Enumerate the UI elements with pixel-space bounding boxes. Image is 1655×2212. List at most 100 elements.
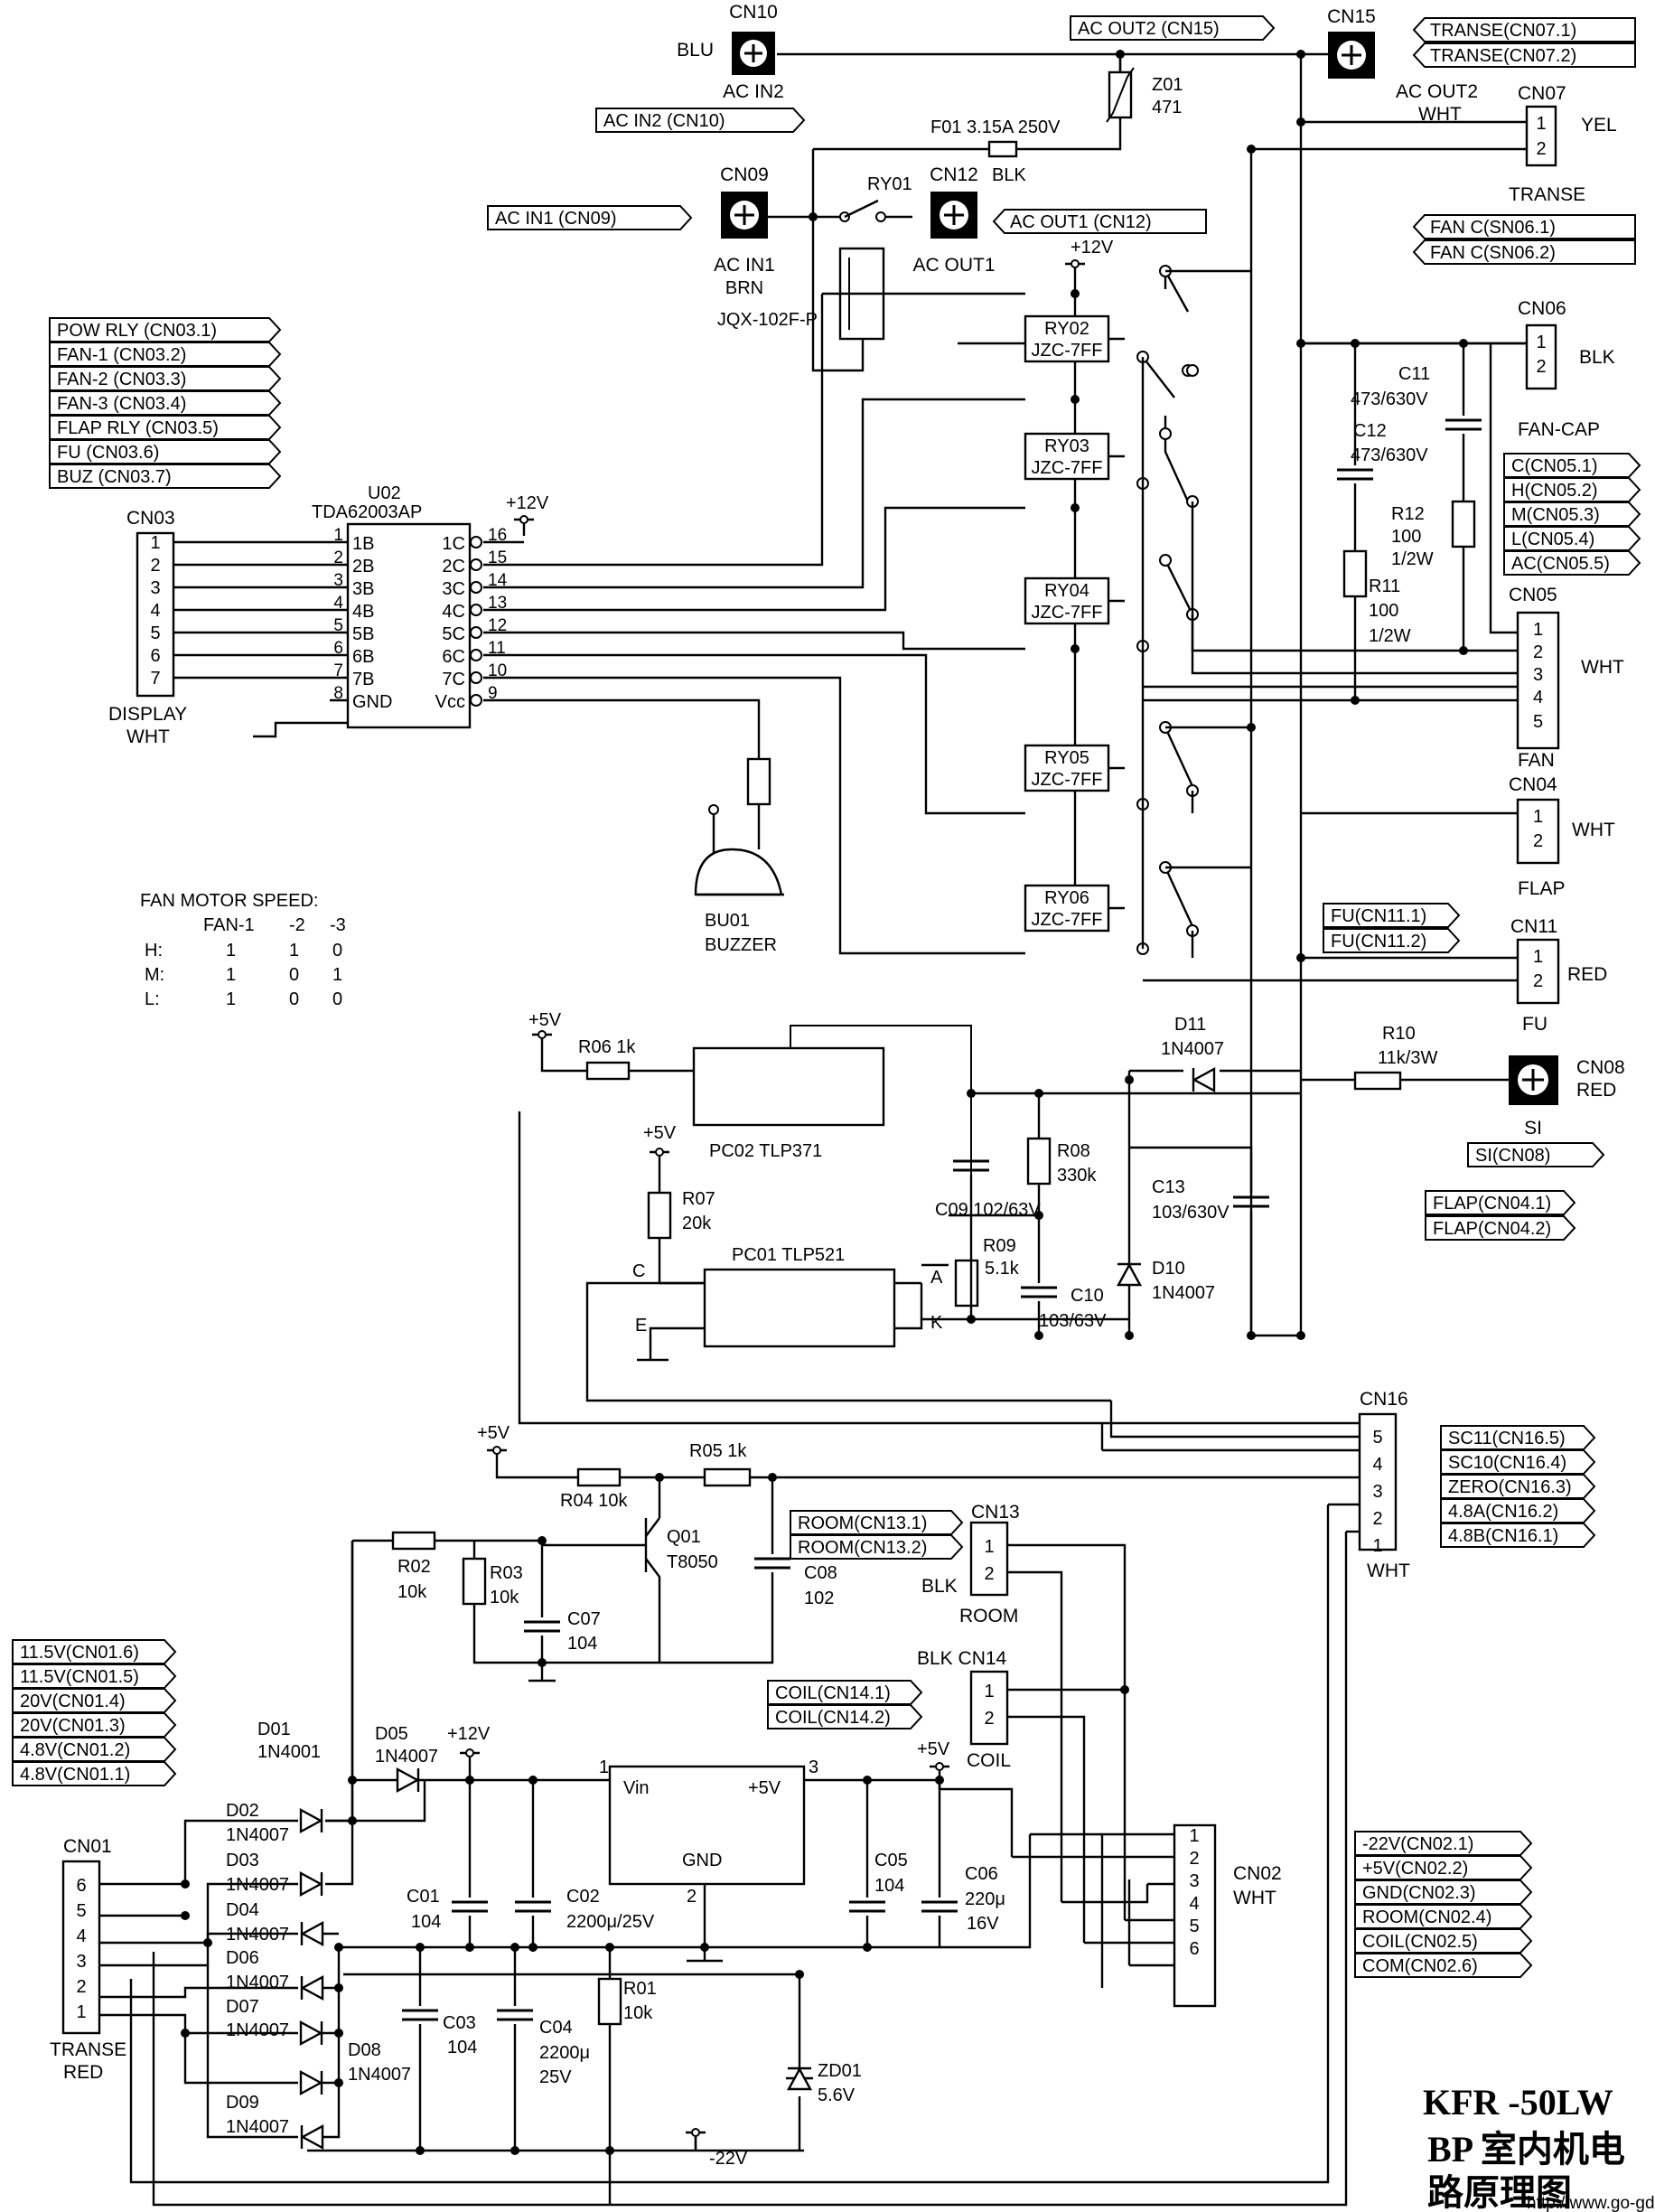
d10-val: 1N4007 <box>1152 1283 1215 1303</box>
cn03-caption2: WHT <box>126 726 170 747</box>
cn04-connector: 12 <box>1516 798 1560 865</box>
ac-in2-tag-text: AC IN2 (CN10) <box>603 111 725 131</box>
svg-text:RY03: RY03 <box>1044 436 1089 456</box>
svg-text:7B: 7B <box>352 670 374 689</box>
cn02-tag-text: ROOM(CN02.4) <box>1362 1907 1491 1927</box>
cn02-tag-text: COIL(CN02.5) <box>1362 1932 1478 1952</box>
u02-part: TDA62003AP <box>312 502 422 522</box>
fanc-tag-text: FAN C(SN06.1) <box>1430 218 1556 238</box>
rail-5v-r06: +5V <box>528 1010 562 1030</box>
svg-text:RY04: RY04 <box>1044 581 1089 601</box>
cn09-color: BRN <box>725 278 763 298</box>
r11-w: 1/2W <box>1369 626 1411 646</box>
cn03-tag-text: FLAP RLY (CN03.5) <box>57 418 219 438</box>
cn03-tag-text: FAN-1 (CN03.2) <box>57 345 186 365</box>
cn16-name: CN16 <box>1360 1389 1408 1410</box>
cn03-tag: FAN-3 (CN03.4) <box>49 390 282 416</box>
cn02-wires <box>940 1787 1174 1988</box>
svg-text:4: 4 <box>76 1926 86 1946</box>
svg-text:9: 9 <box>488 684 498 703</box>
cn01-tag: 4.8V(CN01.2) <box>12 1737 177 1762</box>
c06-val: 220μ <box>965 1889 1005 1909</box>
svg-text:16: 16 <box>488 526 507 545</box>
cn10-terminal[interactable] <box>732 32 775 75</box>
svg-text:3: 3 <box>1189 1871 1199 1891</box>
d01-val: 1N4001 <box>257 1742 321 1762</box>
cn02-color: WHT <box>1233 1888 1276 1908</box>
fan-speed-cell: 1 <box>289 941 299 961</box>
cn03-tag-text: FAN-3 (CN03.4) <box>57 394 186 414</box>
cn15-terminal[interactable] <box>1328 32 1375 79</box>
coil-tag: COIL(CN14.2) <box>767 1704 923 1729</box>
svg-text:4C: 4C <box>442 602 465 622</box>
d06-ref: D06 <box>226 1948 259 1968</box>
svg-text:15: 15 <box>488 548 507 567</box>
rail-5v-r07: +5V <box>643 1123 677 1143</box>
room-tag-text: ROOM(CN13.1) <box>798 1514 927 1533</box>
svg-text:4: 4 <box>1533 688 1543 708</box>
rail-12v-u02: +12V <box>506 493 549 513</box>
cn16-tag-text: ZERO(CN16.3) <box>1448 1477 1572 1497</box>
fanc-tag: FAN C(SN06.2) <box>1412 239 1636 265</box>
r10-val: 11k/3W <box>1378 1048 1437 1068</box>
svg-text:2: 2 <box>1372 1509 1382 1529</box>
si-tag: SI(CN08) <box>1467 1142 1605 1167</box>
flap-tag-text: FLAP(CN04.2) <box>1433 1219 1551 1239</box>
cn09-terminal[interactable] <box>721 192 768 239</box>
c08-val: 102 <box>804 1589 834 1608</box>
title-line1: KFR -50LW <box>1423 2082 1613 2123</box>
cn03-connector <box>136 531 175 698</box>
reg-pin3: 3 <box>809 1757 818 1777</box>
zero-crossing-section <box>518 1025 1509 1425</box>
svg-text:JZC-7FF: JZC-7FF <box>1032 910 1103 930</box>
svg-text:4: 4 <box>333 594 343 613</box>
pc01: PC01 TLP521 <box>732 1245 845 1265</box>
cn02-tag-text: +5V(CN02.2) <box>1362 1859 1468 1879</box>
cn03-tag-text: POW RLY (CN03.1) <box>57 321 217 341</box>
fan-speed-row-label: H: <box>145 941 163 961</box>
svg-text:1: 1 <box>76 2002 86 2022</box>
cn01-tag-text: 4.8V(CN01.1) <box>20 1765 130 1785</box>
cn16-tag: 4.8A(CN16.2) <box>1440 1498 1596 1523</box>
pc02: PC02 TLP371 <box>709 1141 822 1161</box>
cn03-tag-text: FU (CN03.6) <box>57 443 159 463</box>
svg-text:RY06: RY06 <box>1044 888 1089 908</box>
svg-text:JZC-7FF: JZC-7FF <box>1032 770 1103 790</box>
svg-text:7C: 7C <box>442 670 465 689</box>
cn12-terminal[interactable] <box>930 192 977 239</box>
svg-text:3: 3 <box>1372 1482 1382 1502</box>
r03-ref: R03 <box>490 1563 523 1583</box>
c09: C09 102/63V <box>935 1200 1041 1220</box>
cn01-caption2: RED <box>63 2062 103 2083</box>
cn03-tag: FU (CN03.6) <box>49 439 282 464</box>
c07-val: 104 <box>567 1634 597 1654</box>
svg-text:3B: 3B <box>352 579 374 599</box>
d08-val: 1N4007 <box>348 2065 411 2085</box>
cn03-tag: FLAP RLY (CN03.5) <box>49 415 282 440</box>
d02-val: 1N4007 <box>226 1825 289 1845</box>
fancap-tag-text: H(CN05.2) <box>1511 481 1598 501</box>
reg-5v: +5V <box>748 1778 781 1798</box>
cn16-tag: SC11(CN16.5) <box>1440 1425 1596 1450</box>
cn08-color: RED <box>1576 1080 1616 1101</box>
bu01-buzzer <box>694 804 784 896</box>
cn11-connector: 12 <box>1516 938 1560 1005</box>
fan-speed-cell: 0 <box>289 965 299 985</box>
cn16-tag: SC10(CN16.4) <box>1440 1449 1596 1475</box>
cn08-terminal[interactable] <box>1509 1055 1558 1105</box>
r02-ref: R02 <box>397 1557 431 1577</box>
cn08-name: CN08 <box>1576 1057 1625 1078</box>
cn11-color: RED <box>1567 964 1607 985</box>
svg-text:2B: 2B <box>352 557 374 576</box>
svg-text:2C: 2C <box>442 557 465 576</box>
svg-text:4: 4 <box>1189 1894 1199 1914</box>
fancap-tag-text: AC(CN05.5) <box>1511 554 1610 574</box>
c04-ref: C04 <box>539 2018 573 2038</box>
fan-speed-header: -2 <box>289 915 305 935</box>
svg-text:14: 14 <box>488 571 508 590</box>
si-tag-text: SI(CN08) <box>1475 1146 1550 1166</box>
svg-text:1: 1 <box>1372 1536 1382 1556</box>
svg-text:1C: 1C <box>442 534 465 554</box>
